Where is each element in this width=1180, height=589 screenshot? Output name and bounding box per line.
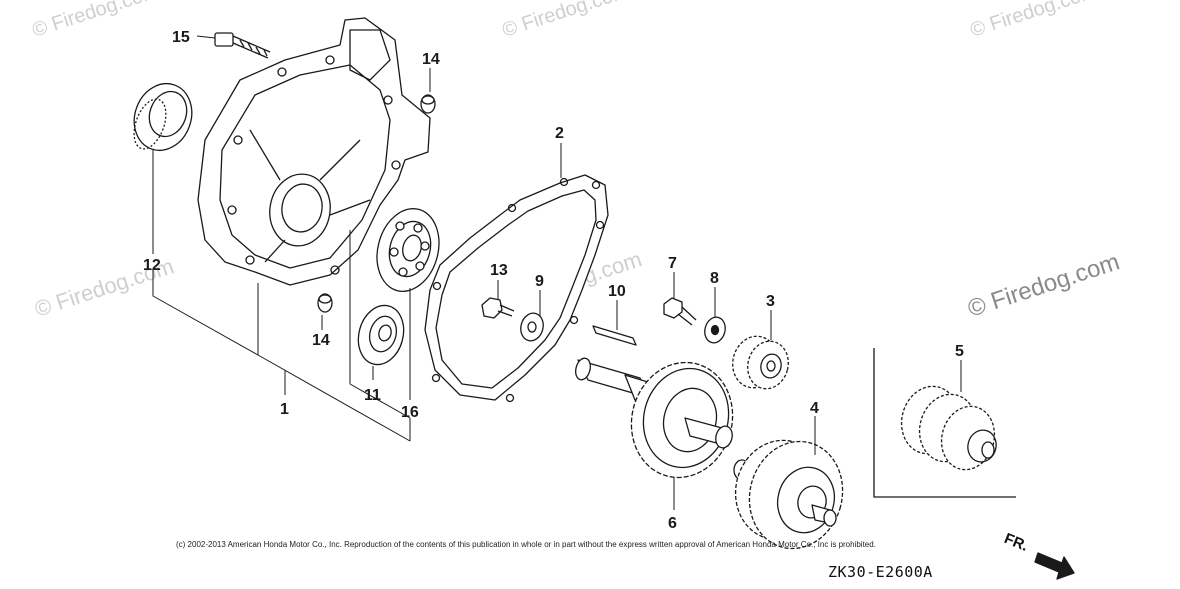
callout-8: 8 xyxy=(710,270,719,287)
callout-5: 5 xyxy=(955,343,964,360)
part-16-ball-bearing xyxy=(376,208,440,292)
part-1-gear-case-cover xyxy=(197,17,431,286)
part-4-gear-cluster xyxy=(733,439,844,550)
callout-4: 4 xyxy=(810,400,819,417)
callout-10: 10 xyxy=(608,283,626,300)
part-9-washer xyxy=(520,312,544,342)
part-8-washer xyxy=(704,316,726,344)
leader-lines xyxy=(152,35,962,510)
part-5-gear-assembly xyxy=(873,348,1016,498)
callout-1: 1 xyxy=(280,401,289,418)
part-10-key xyxy=(592,325,637,346)
callout-14-bottom: 14 xyxy=(312,332,330,349)
callout-3: 3 xyxy=(766,293,775,310)
callout-15: 15 xyxy=(172,29,190,46)
callout-labels: 15 14 12 14 1 11 16 2 13 9 10 7 8 3 4 6 … xyxy=(143,29,964,532)
part-2-gasket xyxy=(424,174,609,403)
part-11-ball-bearing xyxy=(357,304,405,366)
copyright-notice: (c) 2002-2013 American Honda Motor Co., … xyxy=(176,540,876,549)
diagram-code: ZK30-E2600A xyxy=(828,563,933,581)
callout-12: 12 xyxy=(143,257,161,274)
callout-2: 2 xyxy=(555,125,564,142)
part-7-bolt xyxy=(663,297,697,326)
callout-11: 11 xyxy=(364,387,381,404)
part-6-shaft-gear xyxy=(575,357,734,479)
part-13-flange-bolt xyxy=(481,297,515,319)
callout-14-top: 14 xyxy=(422,51,440,68)
callout-16: 16 xyxy=(401,404,419,421)
part-14-dowel-pin-bottom xyxy=(317,293,333,313)
part-3-gear xyxy=(732,335,789,390)
front-direction-arrow xyxy=(1034,552,1075,580)
part-14-dowel-pin-top xyxy=(420,94,436,114)
part-12-oil-seal xyxy=(133,82,193,152)
callout-6: 6 xyxy=(668,515,677,532)
part-15-bolt xyxy=(214,32,271,59)
callout-7: 7 xyxy=(668,255,677,272)
callout-9: 9 xyxy=(535,273,544,290)
callout-13: 13 xyxy=(490,262,508,279)
